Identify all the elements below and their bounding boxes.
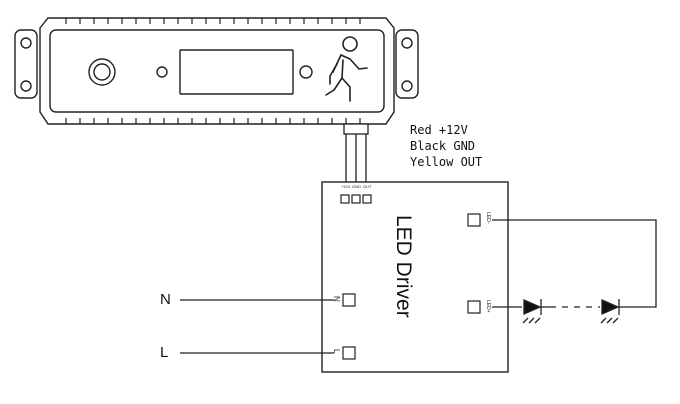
led-diode-icon — [522, 299, 550, 324]
legend-yellow: Yellow OUT — [410, 155, 482, 169]
terminal-l-label: L — [332, 349, 341, 354]
terminal-n-label: N — [332, 296, 341, 302]
pin-label-red: +12V — [341, 184, 351, 189]
housing-ribs — [65, 18, 361, 124]
terminal-led-pos-label: LED+ — [485, 300, 491, 313]
pin-label-out: OUT — [363, 184, 372, 189]
terminal-led-neg — [467, 213, 481, 227]
driver-input-pins: +12V GND OUT — [340, 184, 372, 204]
mains-l-label: L — [160, 344, 168, 361]
driver-title: LED Driver — [392, 215, 415, 318]
terminal-n — [342, 293, 356, 307]
sensor-cable — [343, 123, 369, 182]
legend-red: Red +12V — [410, 123, 468, 137]
sensor-housing — [14, 17, 419, 125]
terminal-l — [342, 346, 356, 360]
mains-n-label: N — [160, 291, 171, 308]
legend-black: Black GND — [410, 139, 475, 153]
pin-label-gnd: GND — [352, 184, 361, 189]
terminal-led-pos — [467, 300, 481, 314]
motion-person-icon — [325, 36, 368, 102]
terminal-led-neg-label: LED- — [485, 212, 491, 224]
wire-color-legend: Red +12V Black GND Yellow OUT — [410, 123, 482, 169]
led-output-wiring — [492, 219, 657, 308]
led-diode-icon — [600, 299, 628, 324]
